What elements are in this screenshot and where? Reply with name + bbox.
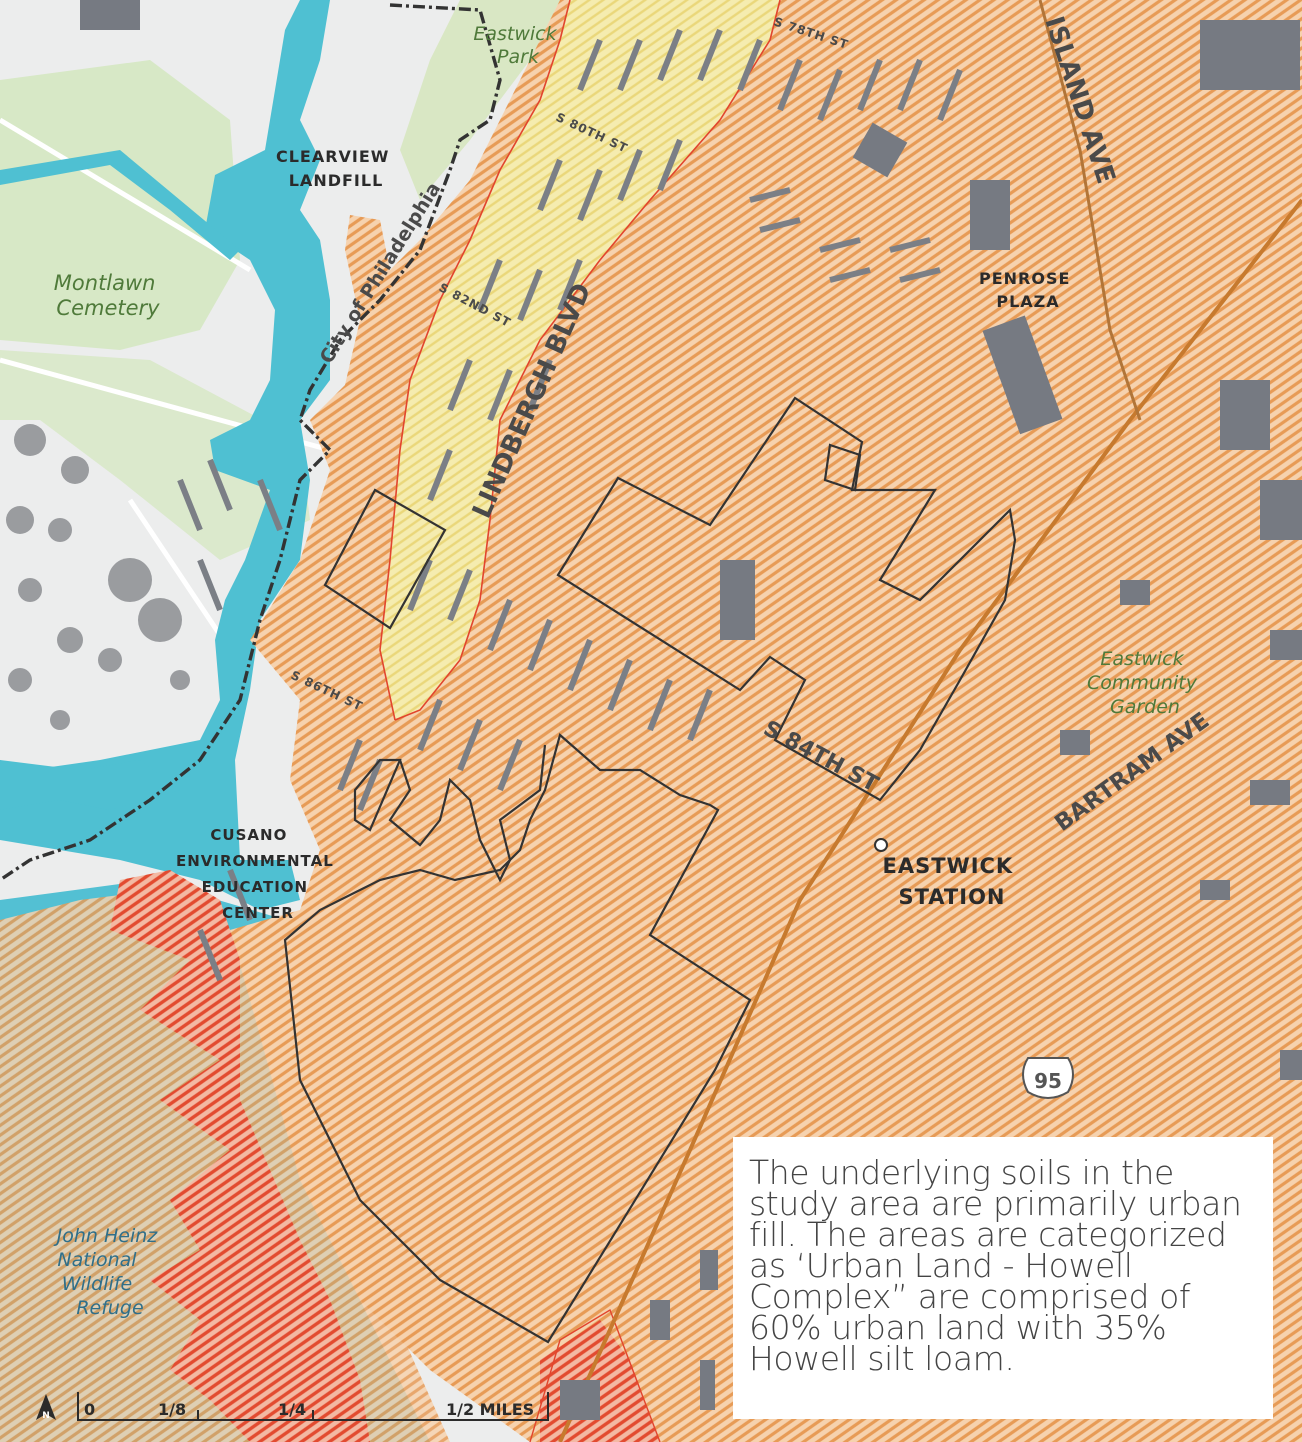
scale-bar: N 0 1/8 1/4 1/2 MILES — [36, 1392, 549, 1421]
montlawn-cemetery-label: Montlawn Cemetery — [54, 271, 162, 320]
buildings — [80, 0, 1302, 1420]
river-upper-left — [0, 150, 240, 260]
montlawn-green — [0, 60, 240, 350]
interstate-95-shield: 95 — [1022, 1057, 1074, 1099]
yellow-soil-edge — [379, 0, 571, 721]
scale-line — [77, 1392, 549, 1421]
info-text: The underlying soils in the study area a… — [749, 1153, 1242, 1378]
eastwick-station-label: EASTWICK STATION — [882, 854, 1021, 909]
river-bottom-left — [0, 760, 180, 810]
yellow-soil-edge-2 — [394, 0, 781, 721]
eastwick-park-green — [400, 0, 560, 200]
green-west-2 — [0, 350, 310, 560]
north-arrow-icon: N — [36, 1394, 56, 1421]
row-buildings — [177, 28, 963, 982]
penrose-plaza-label: PENROSE PLAZA — [979, 269, 1077, 311]
scale-tick-0: 0 — [84, 1400, 95, 1419]
highway-95 — [558, 198, 1302, 1442]
scale-tick-1-8: 1/8 — [158, 1400, 186, 1419]
yellow-soil-area — [380, 0, 780, 720]
info-text-box: The underlying soils in the study area a… — [733, 1137, 1273, 1419]
river — [0, 0, 330, 910]
island-ave-road — [1038, 0, 1142, 421]
north-letter: N — [42, 1411, 50, 1421]
eastwick-park-label: Eastwick Park — [473, 23, 562, 68]
eastwick-station-marker — [874, 838, 888, 852]
red-soil-refuge — [110, 870, 370, 1442]
interstate-number: 95 — [1034, 1069, 1062, 1093]
clearview-landfill-label: CLEARVIEW LANDFILL — [276, 147, 396, 190]
city-boundary — [0, 3, 502, 882]
scale-tick-1-4: 1/4 — [278, 1400, 306, 1419]
study-area-outlines — [283, 396, 1017, 1344]
red-soil-edge — [529, 1308, 661, 1442]
eastwick-community-garden-label: Eastwick Community Garden — [1087, 648, 1203, 718]
scale-tick-1-2-miles: 1/2 MILES — [446, 1400, 534, 1419]
cusano-center-label: CUSANO ENVIRONMENTAL EDUCATION CENTER — [176, 826, 340, 922]
tank-farm — [6, 424, 190, 730]
john-heinz-refuge-label: John Heinz National Wildlife Refuge — [53, 1225, 164, 1319]
